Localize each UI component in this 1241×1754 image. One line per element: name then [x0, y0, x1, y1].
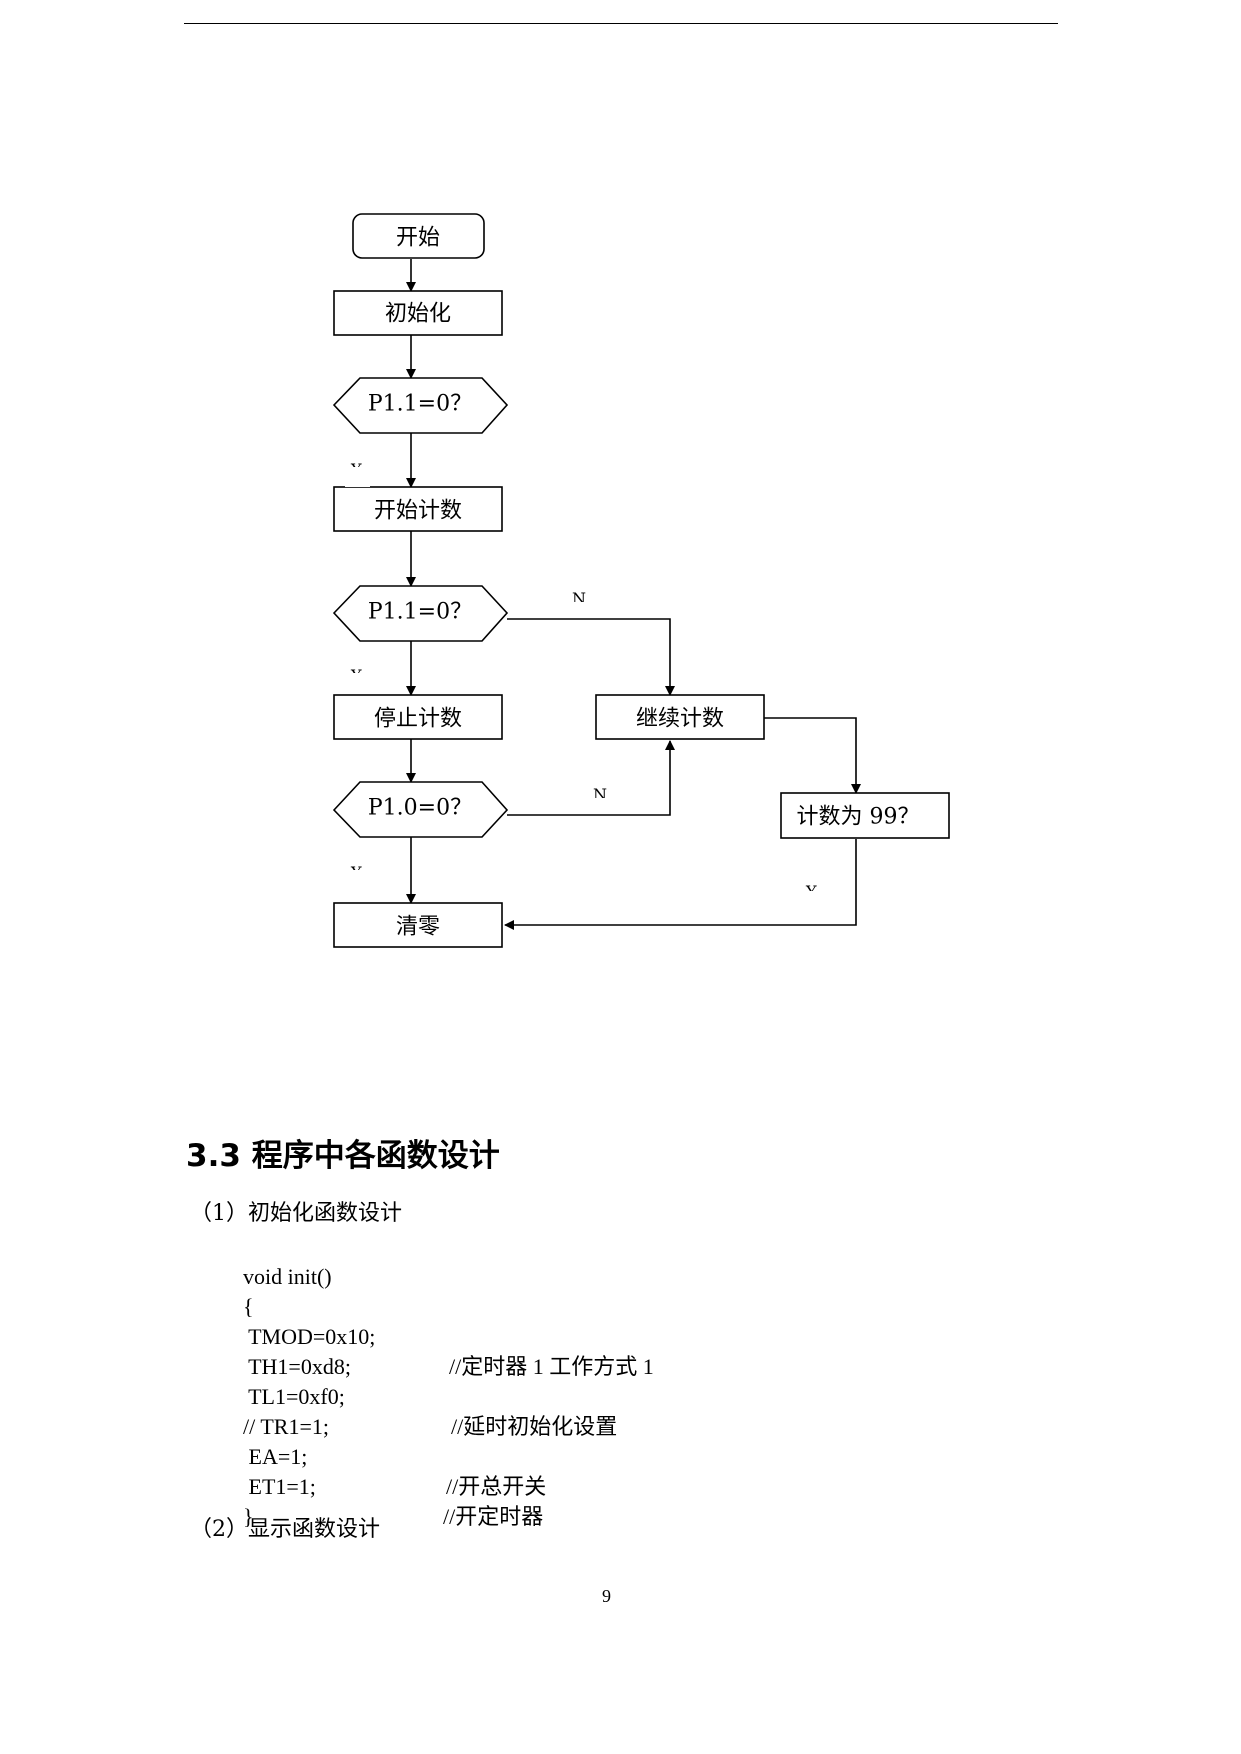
node-clear-shape: [333, 902, 503, 948]
node-check-p10-label: P1.0=0？: [368, 796, 472, 821]
node-clear-label: 清零: [396, 915, 440, 940]
arrow-check3-no-to-continue: [507, 740, 675, 816]
code-comment: //延时初始化设置: [451, 1414, 618, 1439]
node-init-shape: [333, 290, 503, 336]
code-comment: //定时器 1 工作方式 1: [449, 1354, 654, 1379]
code-line: // TR1=1;: [243, 1382, 329, 1439]
code-line: void init(): [243, 1232, 332, 1289]
section-title: 3.3 程序中各函数设计: [186, 1138, 500, 1174]
node-count-99-label: 计数为 99？: [797, 805, 920, 830]
node-continue-count-label: 继续计数: [636, 707, 724, 732]
arrow-check2-no-to-continue: [507, 618, 675, 696]
node-init-label: 初始化: [385, 302, 451, 327]
code-statement: }: [243, 1504, 254, 1529]
code-statement: ET1=1;: [243, 1474, 316, 1499]
code-statement: {: [243, 1294, 254, 1319]
node-start-label: 开始: [396, 226, 440, 251]
code-line: TH1=0xd8;: [243, 1322, 351, 1379]
arrow-count99-yes-to-clear: [504, 839, 857, 930]
code-statement: TL1=0xf0;: [243, 1384, 345, 1409]
code-line: TMOD=0x10; //定时器 1 工作方式 1: [243, 1292, 654, 1379]
node-check-p11-first-label: P1.1=0？: [368, 392, 472, 417]
program-flowchart: 开始 初始化 P1.1=0？ 开始计数 P1.1=0？ 停止计数 继续计数 P1…: [332, 213, 950, 948]
arrow-continue-to-count99: [764, 717, 861, 794]
code-comment: //开定时器: [443, 1504, 544, 1529]
code-line: {: [243, 1262, 265, 1319]
node-check-p10-shape: [332, 781, 509, 838]
code-line: }: [243, 1472, 265, 1529]
item-init-function-design: （1）初始化函数设计: [190, 1201, 402, 1226]
code-line: TL1=0xf0; //延时初始化设置: [243, 1352, 617, 1439]
item-display-function-design: （2）显示函数设计: [190, 1517, 380, 1542]
code-statement: TMOD=0x10;: [243, 1324, 376, 1349]
code-line: ET1=1; //开定时器: [243, 1442, 544, 1529]
node-begin-count-shape: [333, 486, 503, 532]
node-continue-count-shape: [595, 694, 765, 740]
code-statement: // TR1=1;: [243, 1414, 329, 1439]
node-start-shape: [352, 213, 485, 259]
page-number: 9: [602, 1586, 611, 1606]
node-check-p11-second-shape: [332, 585, 509, 642]
node-count-99-shape: [780, 792, 950, 839]
code-line: EA=1; //开总开关: [243, 1412, 547, 1499]
edge-label-masks: [345, 467, 825, 911]
code-statement: EA=1;: [243, 1444, 308, 1469]
node-begin-count-label: 开始计数: [374, 499, 462, 524]
code-block-init: void init() { TMOD=0x10; //定时器 1 工作方式 1 …: [243, 1232, 654, 1529]
node-stop-count-shape: [333, 694, 503, 740]
header-rule: [184, 23, 1058, 24]
flowchart-connectors: [406, 259, 861, 930]
node-check-p11-first-shape: [332, 377, 509, 434]
code-statement: TH1=0xd8;: [243, 1354, 351, 1379]
code-statement: void init(): [243, 1264, 332, 1289]
node-check-p11-second-label: P1.1=0？: [368, 600, 472, 625]
node-stop-count-label: 停止计数: [374, 707, 462, 732]
code-comment: //开总开关: [446, 1474, 547, 1499]
